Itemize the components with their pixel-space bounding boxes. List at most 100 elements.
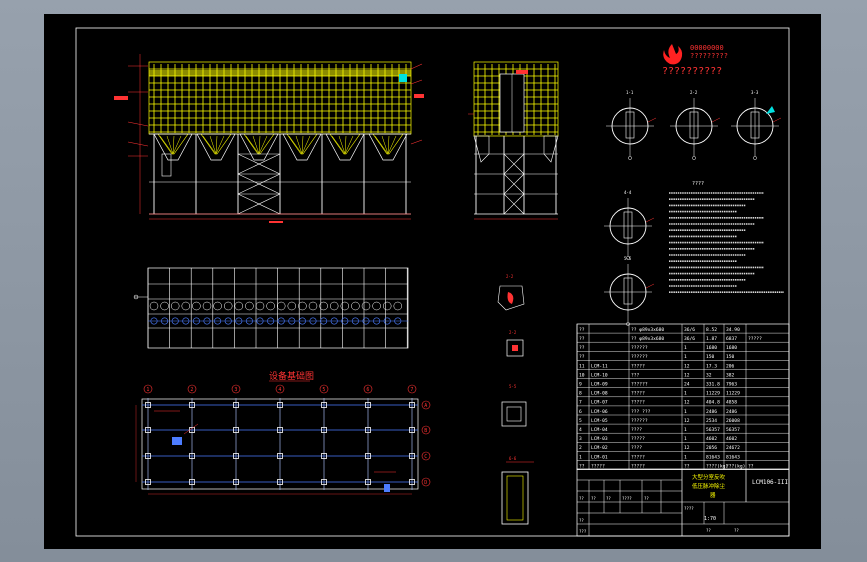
tb-mark-3: ???? <box>622 496 632 501</box>
plan-axis-top: 1 <box>146 387 149 393</box>
parts-cell-w2: 56357 <box>726 427 740 433</box>
parts-cell-name: ??? ??? <box>631 409 651 415</box>
tb-mark-0: ?? <box>579 496 584 501</box>
parts-cell-name: ???? <box>631 427 642 433</box>
side-support-frame <box>474 136 558 215</box>
parts-cell-w1: 56357 <box>706 427 720 433</box>
parts-cell-no: 11 <box>579 363 585 369</box>
parts-cell-code: LCM-04 <box>591 427 608 433</box>
parts-cell-w1: 331.8 <box>706 382 720 388</box>
parts-cell-w2: 382 <box>726 372 735 378</box>
drawing-number: LCM106-III <box>752 479 789 486</box>
parts-cell-name: ?????? <box>631 382 648 388</box>
parts-cell-w1: 17.3 <box>706 363 717 369</box>
parts-cell-w1: 150 <box>706 354 715 360</box>
tb-mark-2: ?? <box>606 496 611 501</box>
parts-cell-w1: 32 <box>706 372 712 378</box>
plan-title: 设备基础图 <box>269 370 314 382</box>
parts-cell-w1: 4602 <box>706 436 717 442</box>
dust-hoppers <box>149 133 411 183</box>
parts-cell-no: 1 <box>579 454 582 460</box>
parts-cell-no: 5 <box>579 418 582 424</box>
detail-label-1: 2-2 <box>506 274 514 279</box>
parts-cell-w1: 81643 <box>706 454 720 460</box>
parts-cell-w1: 11229 <box>706 391 720 397</box>
plan-axis-top: 6 <box>366 387 369 393</box>
plan-axis-right: B <box>424 428 427 434</box>
support-columns <box>149 134 411 215</box>
parts-cell-qty: 1 <box>684 427 687 433</box>
parts-cell-qty: 1 <box>684 391 687 397</box>
tb-mark-6: ??? <box>579 529 587 534</box>
parts-cell-w2: 26008 <box>726 418 740 424</box>
logo-brand-top: 00000000 <box>690 44 724 52</box>
parts-cell-name: ???? <box>631 445 642 451</box>
parts-cell-w1: 1.87 <box>706 336 717 342</box>
side-elevation-view <box>468 61 559 220</box>
sheet-mark-1: ???? <box>684 506 694 511</box>
tb-mark-5: ?? <box>579 518 584 523</box>
logo-subtitle: ?????????? <box>662 66 722 77</box>
parts-cell-w2: 4858 <box>726 400 737 406</box>
parts-cell-w2: 150 <box>726 354 735 360</box>
detail-label-3: 5-5 <box>509 384 517 389</box>
parts-cell-name: ?????? <box>631 354 648 360</box>
parts-cell-code: LCM-11 <box>591 363 608 369</box>
parts-cell-qty: ?? <box>684 463 690 469</box>
parts-cell-w2: 1680 <box>726 345 737 351</box>
parts-cell-code: ????? <box>591 463 605 469</box>
filter-bag-grid <box>149 64 411 133</box>
parts-cell-no: ?? <box>579 345 585 351</box>
parts-cell-qty: 12 <box>684 445 690 451</box>
parts-cell-w1: 8.52 <box>706 327 717 333</box>
parts-cell-code: LCM-02 <box>591 445 608 451</box>
section-label: 5-5 <box>624 256 632 261</box>
plan-axis-top: 4 <box>278 387 281 393</box>
parts-cell-w1: 404.8 <box>706 400 720 406</box>
parts-cell-no: ?? <box>579 463 585 469</box>
parts-cell-qty: 1 <box>684 454 687 460</box>
parts-cell-name: ????? <box>631 391 645 397</box>
company-logo <box>663 44 683 65</box>
parts-cell-w2: 7963 <box>726 382 737 388</box>
parts-cell-no: 6 <box>579 409 582 415</box>
parts-cell-name: ?? φ89x3x680 <box>631 327 664 333</box>
parts-cell-w1: 2486 <box>706 409 717 415</box>
technical-notes: ???? <box>669 181 784 294</box>
parts-cell-rem: ?? <box>748 463 754 469</box>
parts-cell-w1: ????(kg) <box>706 463 728 469</box>
title-line1: 大型分室反吹 <box>692 473 726 481</box>
parts-cell-qty: 12 <box>684 400 690 406</box>
logo-brand: ????????? <box>690 52 728 60</box>
parts-cell-w2: 6837 <box>726 336 737 342</box>
parts-cell-w1: 2056 <box>706 445 717 451</box>
flame-icon <box>663 44 683 65</box>
parts-cell-w2: 2486 <box>726 409 737 415</box>
parts-cell-qty: 24 <box>684 382 690 388</box>
title-line3: 器 <box>710 492 716 499</box>
front-leaders <box>114 63 424 177</box>
parts-cell-w2: 34.90 <box>726 327 740 333</box>
parts-cell-w2: 206 <box>726 363 735 369</box>
parts-cell-qty: 12 <box>684 372 690 378</box>
detail-label-4: 6-6 <box>509 456 517 461</box>
plan-axis-right: A <box>424 403 427 409</box>
parts-cell-no: 9 <box>579 382 582 388</box>
parts-cell-qty: 12 <box>684 418 690 424</box>
parts-cell-no: 4 <box>579 427 582 433</box>
detail-label-2: 2-2 <box>509 330 517 335</box>
title-line2: 低压脉冲除尘 <box>692 482 726 490</box>
